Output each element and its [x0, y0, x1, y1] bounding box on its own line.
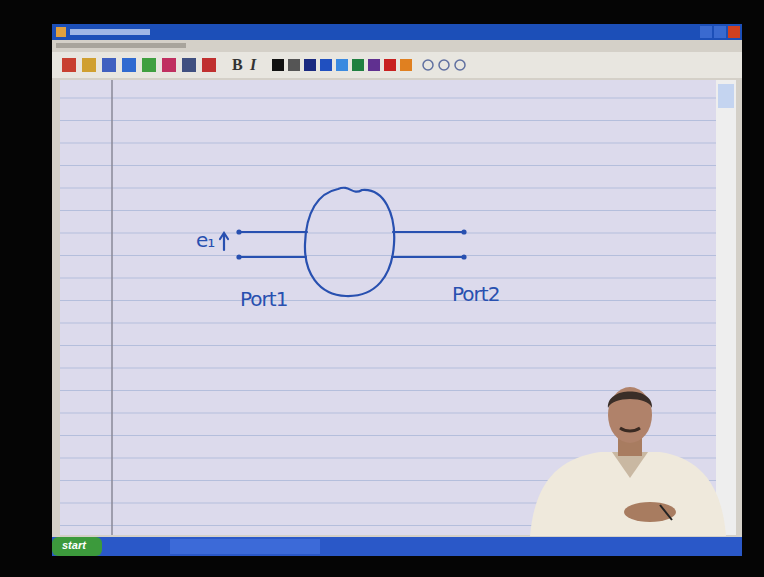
scrollbar: [716, 80, 736, 535]
terminal-dot: [461, 254, 466, 259]
menu-blur: [56, 43, 186, 48]
tool-icon: [162, 58, 176, 72]
italic-button: I: [250, 57, 256, 73]
pen-color-swatch: [288, 59, 300, 71]
tool-icon: [142, 58, 156, 72]
taskbar: [52, 537, 742, 556]
face: [608, 387, 652, 443]
task-button: [170, 539, 320, 554]
scroll-thumb: [718, 84, 734, 108]
pen-color-swatch: [400, 59, 412, 71]
zoom-icon: [455, 60, 465, 70]
pen-color-swatch: [384, 59, 396, 71]
lecturer: [530, 387, 726, 536]
tool-icon: [62, 58, 76, 72]
bold-button: B: [232, 57, 243, 73]
ruled-line: [60, 368, 716, 369]
pen-color-swatch: [304, 59, 316, 71]
network-blob: [305, 188, 394, 296]
voltage-arrow: [223, 234, 225, 250]
start-label: start: [62, 540, 86, 551]
tool-icon: [202, 58, 216, 72]
tool-icon: [182, 58, 196, 72]
hands: [624, 502, 676, 522]
hair: [608, 392, 652, 409]
ruled-line: [60, 278, 716, 279]
ruled-line: [60, 323, 716, 324]
shirt: [530, 452, 726, 536]
zoom-icon: [423, 60, 433, 70]
moustache: [620, 428, 640, 431]
min-button: [700, 26, 712, 38]
port1-wire-bottom: [239, 256, 306, 258]
ruled-line: [60, 210, 716, 211]
pen-color-swatch: [272, 59, 284, 71]
voltage-arrowhead: [220, 233, 228, 239]
ruled-line: [60, 390, 716, 391]
pen-color-swatch: [336, 59, 348, 71]
port1-wire-top: [239, 231, 307, 233]
voltage-label: e₁: [196, 230, 214, 250]
margin-line: [111, 80, 113, 535]
pen-color-swatch: [368, 59, 380, 71]
port-label: Port2: [452, 284, 499, 304]
tool-icon: [82, 58, 96, 72]
title-bar: [52, 24, 742, 40]
ruled-line: [60, 98, 716, 99]
terminal-dots: [236, 229, 466, 259]
max-button: [714, 26, 726, 38]
ruled-line: [60, 165, 716, 166]
port-label: Port1: [240, 289, 287, 309]
ruled-line: [60, 143, 716, 144]
terminal-dot: [236, 229, 241, 234]
app-icon: [56, 27, 66, 37]
title-text-blur: [70, 29, 150, 35]
ruled-line: [60, 345, 716, 346]
port2-wire-top: [393, 231, 464, 233]
zoom-icon: [439, 60, 449, 70]
close-button: [728, 26, 740, 38]
pen: [660, 505, 672, 520]
pen-color-swatch: [320, 59, 332, 71]
toolbar: [52, 52, 742, 78]
terminal-dot: [461, 229, 466, 234]
terminal-dot: [236, 254, 241, 259]
two-port-drawing: [220, 188, 464, 296]
tool-icon: [102, 58, 116, 72]
tool-icon: [122, 58, 136, 72]
ruled-line: [60, 300, 716, 301]
toolbar-icons: [62, 58, 465, 72]
ruled-line: [60, 120, 716, 121]
ruled-line: [60, 188, 716, 189]
port2-wire-bottom: [392, 256, 464, 258]
window: [52, 24, 742, 556]
start-button: [52, 537, 102, 556]
pen-color-swatch: [352, 59, 364, 71]
ruled-line: [60, 255, 716, 256]
ruled-line: [60, 233, 716, 234]
